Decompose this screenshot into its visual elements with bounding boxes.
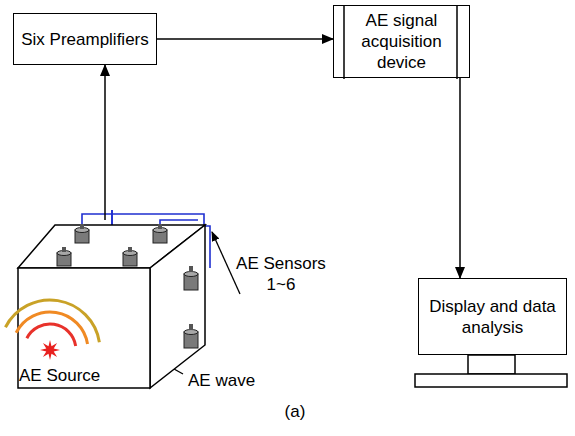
sensor-plug xyxy=(80,224,84,229)
side-bar xyxy=(343,6,345,79)
monitor-screen: Display and data analysis xyxy=(418,278,567,355)
cube-right-face xyxy=(150,225,205,388)
sensor-plug xyxy=(128,247,132,252)
ae-wave-arc xyxy=(27,324,76,346)
monitor-base xyxy=(415,374,567,387)
ae-sensor xyxy=(75,224,89,243)
device-box: AE signal acquisition device xyxy=(333,5,470,78)
specimen-cube: AE Source xyxy=(13,220,210,392)
ae-sensor xyxy=(123,247,137,266)
sensor-top xyxy=(184,330,198,335)
ae-wave-arc xyxy=(5,300,99,342)
arrow-connector xyxy=(104,65,106,220)
arrow-connector xyxy=(157,38,333,40)
ae-sensor xyxy=(153,224,167,243)
side-bar xyxy=(456,6,458,79)
arrow-connector xyxy=(459,78,461,278)
sensor-plug xyxy=(62,247,66,252)
ae-source-star xyxy=(40,340,60,360)
ae-sensor xyxy=(184,324,198,348)
ae-sensor xyxy=(57,247,71,266)
process-box: Six Preamplifiers xyxy=(13,13,157,65)
wave-label: AE wave xyxy=(188,370,278,391)
cube-front-face xyxy=(18,268,150,388)
sensor-top xyxy=(184,272,198,277)
sensor-label: AE Sensors 1~6 xyxy=(226,253,336,295)
box-label: Six Preamplifiers xyxy=(15,29,155,50)
box-label: AE signal acquisition device xyxy=(334,10,469,73)
monitor-neck xyxy=(468,355,515,374)
box-label: Display and data analysis xyxy=(419,296,566,338)
ae-wave-arc xyxy=(16,312,87,344)
source-label: AE Source xyxy=(19,365,100,386)
leader-line xyxy=(212,232,240,294)
ae-sensor xyxy=(184,266,198,290)
figure-caption: (a) xyxy=(270,401,320,422)
sensor-plug xyxy=(158,224,162,229)
sensor-plug xyxy=(189,266,193,272)
sensor-plug xyxy=(189,324,193,330)
